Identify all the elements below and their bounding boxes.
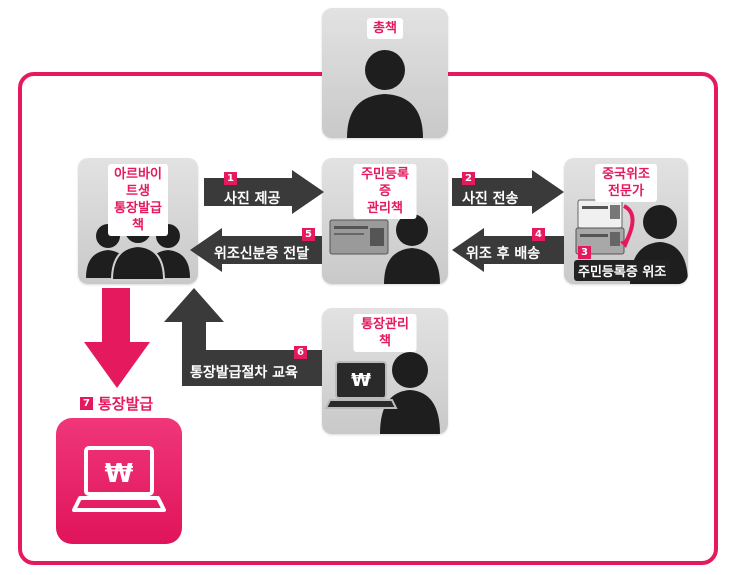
step-3-number: 3 (578, 246, 591, 259)
svg-text:₩: ₩ (105, 459, 134, 489)
step-4-label: 위조 후 배송 (466, 246, 541, 262)
node-id-manager: 주민등록증 관리책 (322, 158, 448, 284)
svg-text:₩: ₩ (351, 370, 371, 391)
step-6-arrow (164, 288, 322, 386)
step-1-number: 1 (224, 172, 237, 185)
node-label: 주민등록증 관리책 (353, 164, 417, 219)
laptop-icon: ₩ (72, 446, 166, 512)
step-5-number: 5 (302, 228, 315, 241)
step-4-number: 4 (532, 228, 545, 241)
person-with-laptop-icon: ₩ (324, 352, 440, 434)
node-part-timer: 아르바이트생 통장발급책 (78, 158, 198, 284)
step-2-number: 2 (462, 172, 475, 185)
step-5-label: 위조신분증 전달 (214, 246, 310, 262)
step-6-number: 6 (294, 346, 307, 359)
step-2-label: 사진 전송 (462, 191, 519, 207)
person-icon (347, 50, 423, 138)
node-label: 아르바이트생 통장발급책 (108, 164, 168, 236)
node-bankbook-manager: ₩ 통장관리책 (322, 308, 448, 434)
step-7-arrow (84, 288, 150, 388)
step-2-arrow (452, 170, 564, 214)
node-forger: 중국위조전문가 3 주민등록증 위조 (564, 158, 688, 284)
step-3-label: 주민등록증 위조 (574, 260, 671, 281)
node-label: 총책 (367, 18, 403, 39)
step-7-number: 7 (80, 397, 93, 410)
step-1-label: 사진 제공 (224, 191, 281, 207)
person-with-id-icon (329, 214, 440, 284)
node-label: 통장관리책 (353, 314, 417, 352)
node-label: 중국위조전문가 (595, 164, 657, 202)
bankbook-issue-tile: ₩ (56, 418, 182, 544)
step-5-arrow (190, 228, 322, 272)
step-6-label: 통장발급절차 교육 (190, 365, 298, 381)
node-chongchaek: 총책 (322, 8, 448, 138)
step-7-label: 통장발급 (98, 395, 154, 413)
